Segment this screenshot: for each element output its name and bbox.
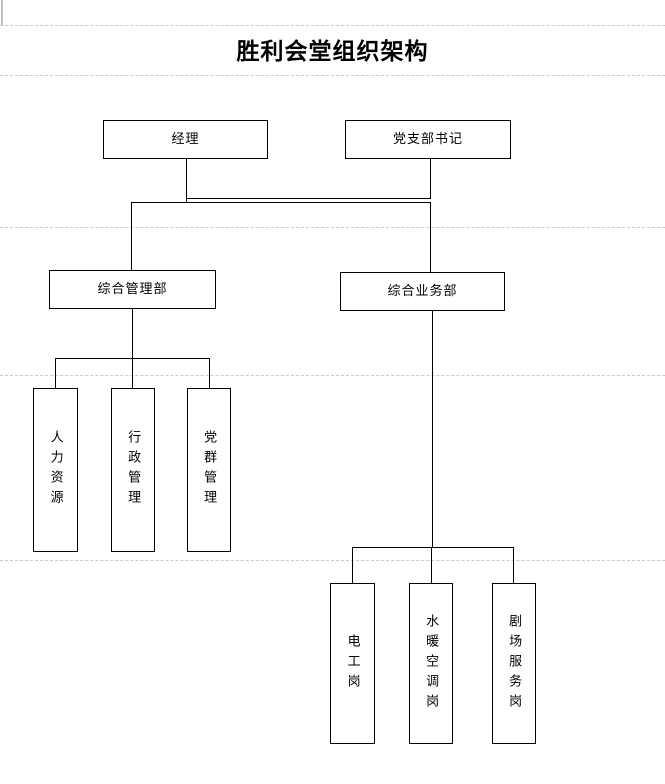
node-party-secretary-label: 党支部书记	[392, 131, 463, 147]
page-guide-line	[0, 227, 665, 228]
connector-right-leaf3-drop	[513, 547, 514, 583]
connector-right-dept-drop	[432, 310, 433, 547]
connector-right-leaf1-drop	[352, 547, 353, 583]
node-manager[interactable]: 经理	[103, 120, 268, 159]
node-general-business-dept-label: 综合业务部	[387, 283, 458, 299]
connector-top-tie	[186, 198, 431, 199]
connector-left-leaf2-drop	[132, 358, 133, 388]
node-general-business-dept[interactable]: 综合业务部	[340, 272, 505, 311]
node-general-management-dept-label: 综合管理部	[97, 281, 168, 297]
node-general-management-dept[interactable]: 综合管理部	[49, 270, 216, 309]
node-party-secretary[interactable]: 党支部书记	[345, 120, 511, 159]
node-electrician-post-label: 电工岗	[345, 633, 361, 694]
connector-party-secretary-drop	[430, 158, 431, 198]
node-administration[interactable]: 行政管理	[111, 388, 155, 552]
node-electrician-post[interactable]: 电工岗	[330, 583, 375, 744]
node-hvac-post-label: 水暖空调岗	[424, 613, 440, 714]
connector-level2-bar	[131, 202, 431, 203]
page-guide-line	[0, 375, 665, 376]
node-human-resources[interactable]: 人力资源	[33, 388, 78, 552]
node-manager-label: 经理	[171, 131, 200, 147]
connector-level2-left-drop	[131, 202, 132, 270]
connector-manager-drop	[186, 158, 187, 202]
node-human-resources-label: 人力资源	[48, 430, 64, 510]
left-margin-mark	[1, 0, 3, 26]
connector-level2-right-drop	[430, 202, 431, 272]
connector-left-leaf1-drop	[55, 358, 56, 388]
node-hvac-post[interactable]: 水暖空调岗	[409, 583, 453, 744]
connector-left-dept-drop	[132, 308, 133, 358]
node-party-mass-management-label: 党群管理	[202, 430, 218, 510]
page-guide-line	[0, 25, 665, 26]
page-title: 胜利会堂组织架构	[236, 39, 429, 64]
connector-left-leaf3-drop	[209, 358, 210, 388]
page-guide-line	[0, 560, 665, 561]
connector-right-leaf2-drop	[431, 547, 432, 583]
node-administration-label: 行政管理	[126, 430, 142, 510]
node-theater-service-post-label: 剧场服务岗	[507, 613, 523, 714]
page-guide-line	[0, 75, 665, 76]
node-party-mass-management[interactable]: 党群管理	[187, 388, 231, 552]
node-theater-service-post[interactable]: 剧场服务岗	[492, 583, 536, 744]
connector-right-distributor-bar	[352, 547, 514, 548]
